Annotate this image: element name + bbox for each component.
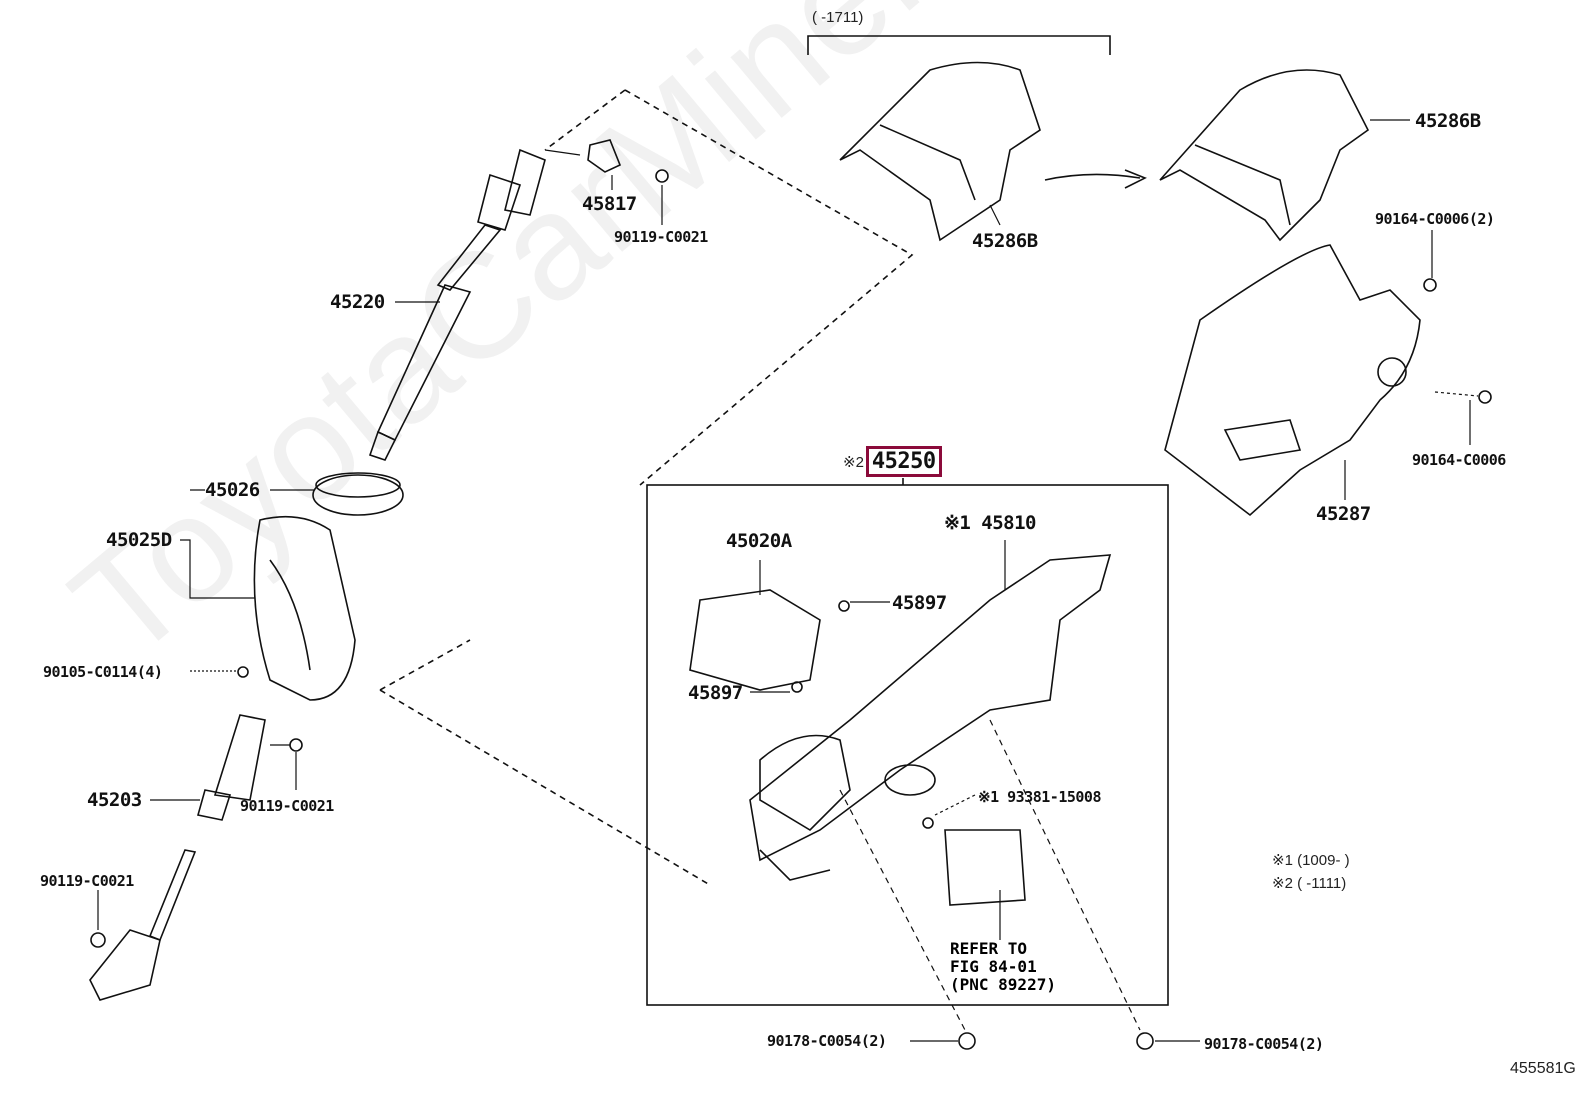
part-label-90178-C0054[interactable]: 90178-C0054(2) [767,1032,887,1050]
part-label-90164-C0006-2[interactable]: 90164-C0006(2) [1375,210,1495,228]
nut-90178-left [958,1032,976,1050]
arrow [1044,169,1147,189]
footnote-1: ※1 (1009- ) [1272,852,1350,869]
lower-shaft-45203 [89,714,266,1001]
assembly-prefix: ※2 [843,453,864,471]
top-bracket-note: ( -1711) [812,9,864,26]
part-label-90164-C0006[interactable]: 90164-C0006 [1412,451,1506,469]
part-label-90119-C0021[interactable]: 90119-C0021 [240,797,334,815]
part-label-90178-C0054[interactable]: 90178-C0054(2) [1204,1035,1324,1053]
part-label-90119-C0021[interactable]: 90119-C0021 [614,228,708,246]
footnote-2: ※2 ( -1111) [1272,875,1347,892]
plate-45817 [587,139,622,173]
part-label-90105-C0114[interactable]: 90105-C0114(4) [43,663,163,681]
cover-45025D [253,515,356,701]
part-label-45897[interactable]: 45897 [892,592,947,614]
part-label-45250[interactable]: 45250 [865,446,942,477]
assembly-box [646,484,1169,1006]
refer-note: REFER TO FIG 84-01 (PNC 89227) [950,939,1056,994]
diagram-id: 455581G [1510,1060,1576,1077]
cover-45286B-left [839,61,1041,242]
intermediate-shaft-45220 [368,148,546,461]
part-label-45025D[interactable]: 45025D [106,529,172,551]
assembly-label[interactable]: ※2 45250 [843,446,942,477]
part-label-45810[interactable]: ※1 45810 [944,512,1037,534]
seal-45026 [312,474,404,516]
steering-column-45250 [689,554,1112,881]
part-label-45817[interactable]: 45817 [582,193,637,215]
lower-cover-45287 [1164,244,1421,517]
part-label-45203[interactable]: 45203 [87,789,142,811]
dashed-outline [379,89,914,886]
bolt-90119 [655,169,669,183]
part-label-45286B[interactable]: 45286B [972,230,1038,252]
cover-45286B-right [1159,69,1370,242]
nut-90178-right [1136,1032,1154,1050]
part-label-45897[interactable]: 45897 [688,682,743,704]
part-label-45220[interactable]: 45220 [330,291,385,313]
part-label-90119-C0021[interactable]: 90119-C0021 [40,872,134,890]
part-label-93381-15008[interactable]: ※1 93381-15008 [978,788,1101,806]
bracket-refer [944,829,1026,906]
part-label-45020A[interactable]: 45020A [726,530,792,552]
part-label-45287[interactable]: 45287 [1316,503,1371,525]
part-label-45286B[interactable]: 45286B [1415,110,1481,132]
part-label-45026[interactable]: 45026 [205,479,260,501]
top-bracket [807,35,1111,55]
